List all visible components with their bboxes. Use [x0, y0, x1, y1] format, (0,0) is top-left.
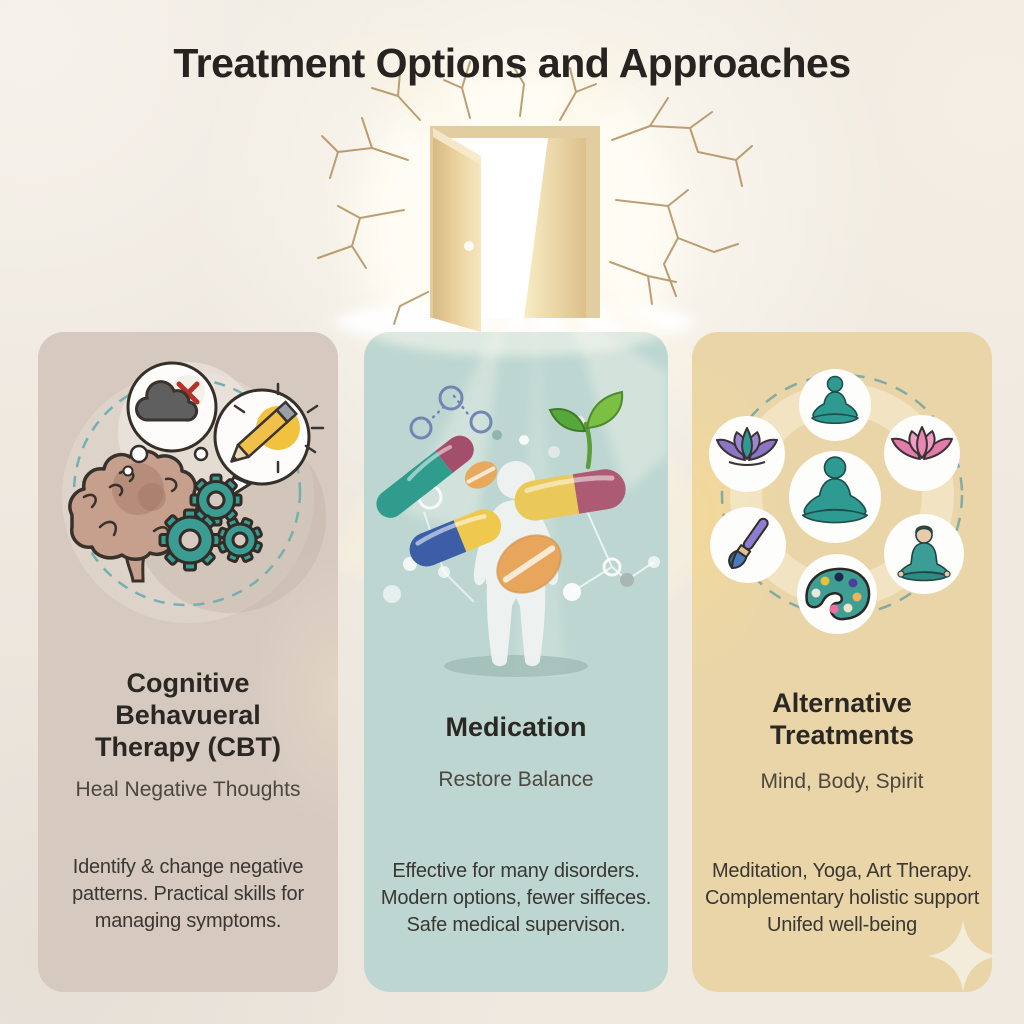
sprout-icon: [548, 390, 624, 470]
card-medication: Medication Restore Balance Effective for…: [364, 332, 668, 992]
card-body: Effective for many disorders. Modern opt…: [380, 860, 652, 937]
storm-cloud-icon: [135, 380, 199, 422]
medication-illustration: [367, 332, 668, 677]
doorknob-icon: [464, 241, 474, 251]
card-title: Medication: [445, 712, 587, 742]
card-title: Cognitive Behavueral Therapy (CBT): [94, 668, 281, 762]
floor-shadow: [444, 655, 588, 677]
alternative-illustration: [709, 369, 964, 634]
brain-icon: [68, 449, 200, 583]
sparkle-icon: [927, 920, 999, 992]
dashed-circle: [72, 377, 302, 607]
wall-cracks: [317, 61, 753, 325]
card-cbt: Cognitive Behavueral Therapy (CBT) Heal …: [38, 332, 338, 992]
molecule-icon: [409, 385, 493, 440]
capsule-icon: [514, 469, 626, 521]
card-body: Meditation, Yoga, Art Therapy. Complemen…: [704, 860, 980, 937]
open-door-icon: [430, 126, 600, 332]
capsule-icon: [409, 509, 502, 567]
paintbrush-icon: [710, 507, 786, 583]
tablet-icon: [464, 461, 498, 489]
card-title: Alternative Treatments: [769, 688, 915, 750]
cbt-illustration: [62, 361, 326, 623]
card-subtitle: Restore Balance: [438, 768, 594, 791]
pencil-icon: [230, 400, 299, 463]
capsule-icon: [376, 435, 474, 518]
pink-lotus-icon: [884, 415, 960, 491]
idea-pencil-bubble-icon: [213, 382, 325, 506]
tablet-icon: [496, 534, 562, 594]
sun-rays: [233, 382, 325, 474]
yoga-person-icon: [884, 514, 964, 594]
card-body: Identify & change negative patterns. Pra…: [72, 856, 304, 933]
negative-thought-cloud-icon: [122, 361, 218, 477]
purple-lotus-icon: [709, 416, 785, 492]
card-subtitle: Mind, Body, Spirit: [760, 770, 924, 793]
card-alternative: Alternative Treatments Mind, Body, Spiri…: [692, 332, 992, 992]
paint-palette-icon: [797, 554, 877, 634]
card-subtitle: Heal Negative Thoughts: [75, 778, 301, 801]
gears-icon: [158, 473, 263, 572]
page-title: Treatment Options and Approaches: [173, 40, 851, 86]
meditation-silhouette-icon: [789, 451, 881, 543]
meditation-silhouette-icon: [799, 369, 871, 441]
